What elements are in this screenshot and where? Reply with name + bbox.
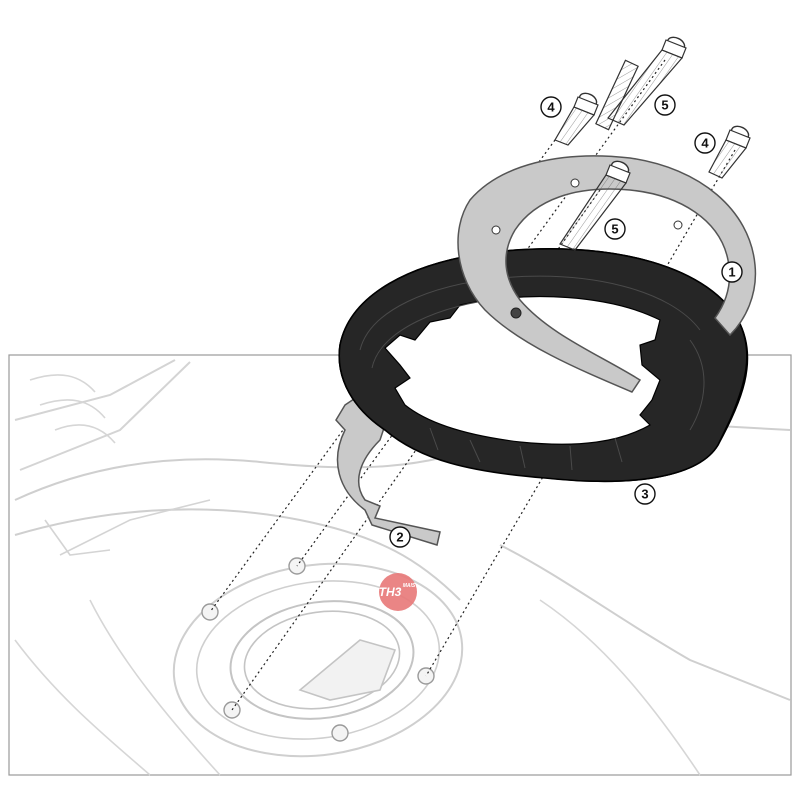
callout-part-5-top: 5 [654,94,676,116]
callout-part-2: 2 [389,526,411,548]
fuel-cap-latch [298,639,397,701]
bolt-5-center [559,160,631,251]
fuel-cap [229,600,415,720]
callout-part-1: 1 [721,261,743,283]
watermark-subtext: MAIS [403,583,416,589]
callout-label: 1 [728,265,735,280]
callout-part-3: 3 [634,483,656,505]
tank-mount-hole [223,701,241,719]
watermark-text: TH3 [379,585,402,599]
callout-label: 3 [641,487,648,502]
tank-filler-outer-ring [172,562,464,758]
callout-part-4-left: 4 [540,96,562,118]
tank-mount-hole [331,724,349,742]
callout-part-5-center: 5 [604,218,626,240]
callout-label: 4 [547,100,555,115]
part-1-top-plate [457,155,757,393]
part-3-rubber-base-ring [338,248,749,483]
callout-label: 2 [396,530,403,545]
callout-label: 5 [611,222,618,237]
tank-mount-hole [201,603,219,621]
bolt-5-long [595,36,687,131]
bolt-4-left [554,92,599,146]
callout-label: 5 [661,98,668,113]
watermark-logo: TH3 MAIS [379,573,417,611]
callout-label: 4 [701,136,709,151]
callout-part-4-right: 4 [694,132,716,154]
bolt-4-right [708,125,751,179]
